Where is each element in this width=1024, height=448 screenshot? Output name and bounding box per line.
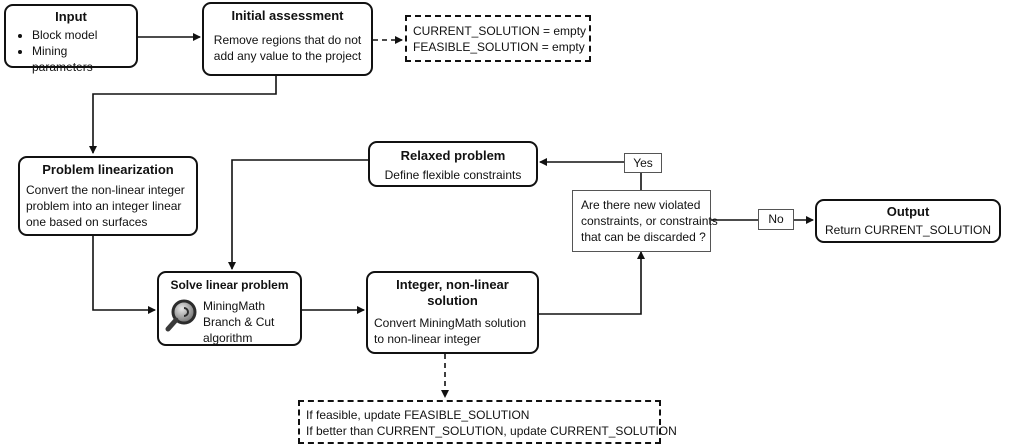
yes-label: Yes xyxy=(624,153,662,173)
initial-state-line: FEASIBLE_SOLUTION = empty xyxy=(413,40,585,54)
output-title: Output xyxy=(886,204,930,219)
arrow-linearization-to-solve xyxy=(92,235,156,314)
input-title: Input xyxy=(55,9,87,24)
relaxed-problem-title: Relaxed problem xyxy=(400,148,506,163)
decision-line: Are there new violated xyxy=(581,198,701,212)
decision-box: Are there new violated constraints, or c… xyxy=(572,190,718,252)
integer-solution-line: Convert MiningMath solution xyxy=(374,316,527,330)
no-label: No xyxy=(758,209,794,230)
integer-solution-box: Integer, non-linear solution Convert Min… xyxy=(366,271,539,354)
magnifier-icon xyxy=(165,298,199,332)
relaxed-problem-line: Define flexible constraints xyxy=(384,168,522,182)
integer-solution-title: solution xyxy=(427,293,478,308)
initial-state-box: CURRENT_SOLUTION = empty FEASIBLE_SOLUTI… xyxy=(405,15,591,62)
input-bullet-list: Block model Mining parameters xyxy=(12,27,130,75)
initial-assessment-line: Remove regions that do not xyxy=(213,33,362,47)
relaxed-problem-box: Relaxed problem Define flexible constrai… xyxy=(368,141,538,187)
no-label-text: No xyxy=(768,212,784,226)
initial-assessment-box: Initial assessment Remove regions that d… xyxy=(202,2,373,76)
update-solution-line: If better than CURRENT_SOLUTION, update … xyxy=(306,424,677,438)
input-box: Input Block model Mining parameters xyxy=(4,4,138,74)
solve-linear-problem-title: Solve linear problem xyxy=(170,278,289,292)
output-box: Output Return CURRENT_SOLUTION xyxy=(815,199,1001,243)
input-bullet: Block model xyxy=(32,27,130,43)
update-solution-line: If feasible, update FEASIBLE_SOLUTION xyxy=(306,408,530,422)
integer-solution-line: to non-linear integer xyxy=(374,332,481,346)
solve-linear-problem-box: Solve linear problem MiningMath Branch &… xyxy=(157,271,302,346)
initial-assessment-title: Initial assessment xyxy=(231,8,344,23)
problem-linearization-title: Problem linearization xyxy=(42,162,174,177)
input-bullet: Mining parameters xyxy=(32,43,130,75)
problem-linearization-line: problem into an integer linear xyxy=(26,199,182,213)
arrow-integer-to-decision xyxy=(539,251,645,315)
output-line: Return CURRENT_SOLUTION xyxy=(824,223,992,237)
yes-label-text: Yes xyxy=(633,156,653,170)
initial-assessment-line: add any value to the project xyxy=(213,49,362,63)
update-solution-box: If feasible, update FEASIBLE_SOLUTION If… xyxy=(298,400,677,444)
decision-line: that can be discarded ? xyxy=(581,230,706,244)
decision-line: constraints, or constraints xyxy=(581,214,718,228)
arrow-initial-to-linearization xyxy=(89,76,277,154)
solve-linear-problem-line: algorithm xyxy=(203,331,253,345)
problem-linearization-box: Problem linearization Convert the non-li… xyxy=(18,156,198,236)
problem-linearization-line: Convert the non-linear integer xyxy=(26,183,185,197)
initial-state-line: CURRENT_SOLUTION = empty xyxy=(413,24,587,38)
integer-solution-title: Integer, non-linear xyxy=(396,277,509,292)
solve-linear-problem-line: MiningMath xyxy=(203,299,266,313)
solve-linear-problem-line: Branch & Cut xyxy=(203,315,275,329)
problem-linearization-line: one based on surfaces xyxy=(26,215,148,229)
arrow-relaxed-to-solve xyxy=(228,159,368,270)
